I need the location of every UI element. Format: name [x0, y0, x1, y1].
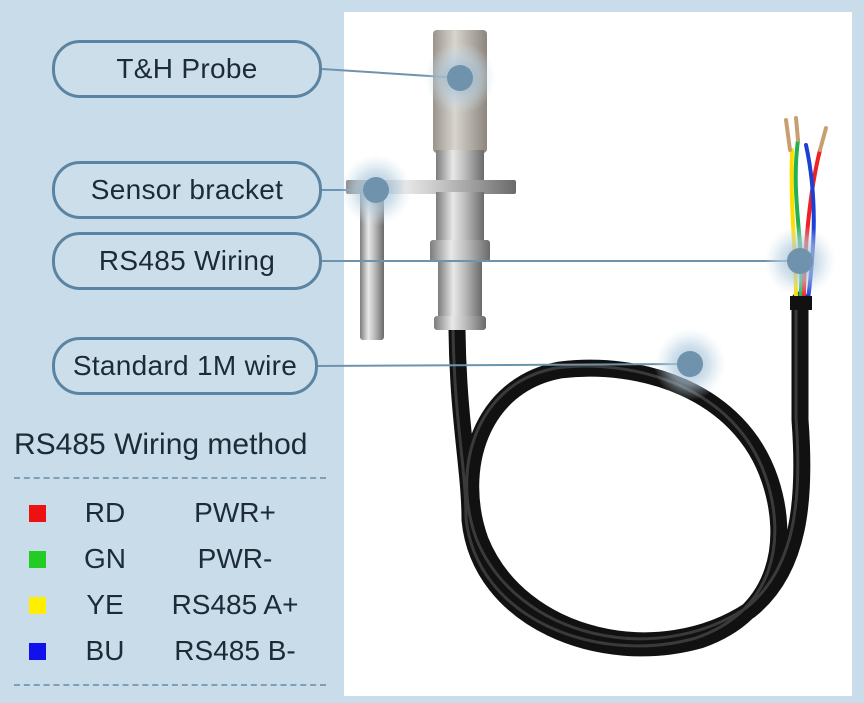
legend-row-green: GN PWR-: [0, 539, 340, 579]
callout-dots: [340, 42, 836, 400]
wire-function: PWR-: [197, 543, 273, 574]
callout-th-probe: T&H Probe: [52, 40, 322, 98]
legend-row-blue: BU RS485 B-: [0, 631, 340, 671]
yellow-swatch: [29, 597, 46, 614]
wire-function: RS485 B-: [174, 635, 296, 666]
legend-divider-top: [14, 477, 326, 479]
legend-row-yellow: YE RS485 A+: [0, 585, 340, 625]
callout-sensor-bracket: Sensor bracket: [52, 161, 322, 219]
red-swatch: [29, 505, 46, 522]
legend-divider-bottom: [14, 684, 326, 686]
blue-swatch: [29, 643, 46, 660]
wire-code: BU: [85, 635, 125, 666]
green-swatch: [29, 551, 46, 568]
wiring-legend-title: RS485 Wiring method: [14, 428, 308, 461]
cable-end: [790, 296, 812, 310]
wire-code: GN: [84, 543, 126, 574]
wire-function: PWR+: [194, 497, 276, 528]
wire-code: YE: [86, 589, 124, 620]
callout-standard-wire: Standard 1M wire: [52, 337, 318, 395]
wire-code: RD: [84, 497, 126, 528]
wire-function: RS485 A+: [171, 589, 299, 620]
callout-rs485-wiring: RS485 Wiring: [52, 232, 322, 290]
cable-coil: [448, 291, 811, 657]
legend-row-red: RD PWR+: [0, 493, 340, 533]
